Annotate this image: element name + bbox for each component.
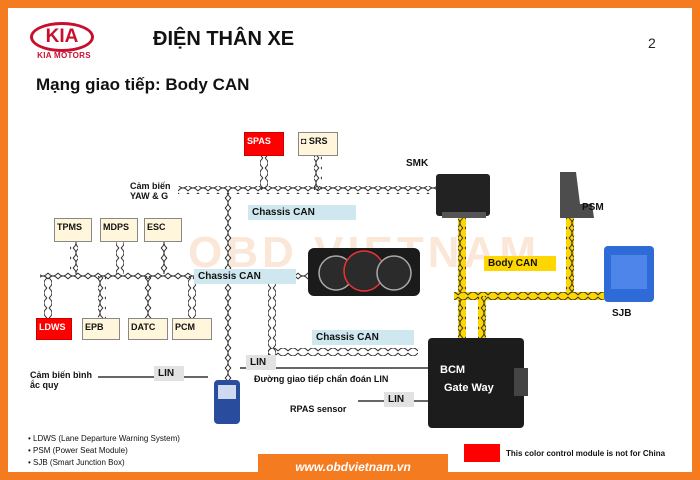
trunk-vertical — [224, 190, 232, 390]
chassis-can-top — [178, 186, 448, 194]
module-spas: SPAS — [244, 132, 284, 156]
drop-tpms — [70, 240, 78, 274]
slide: KIA KIA MOTORS ĐIỆN THÂN XE 2 Mạng giao … — [8, 8, 692, 472]
body-can-tag: Body CAN — [484, 256, 556, 271]
body-can-smk — [458, 208, 466, 338]
footer-url[interactable]: www.obdvietnam.vn — [258, 454, 448, 472]
module-pcm: PCM — [172, 318, 212, 340]
drop-epb — [98, 276, 106, 318]
chassis-can-bcm — [268, 348, 418, 356]
bcm-label: BCM — [440, 364, 466, 376]
rpas-sensor-label: RPAS sensor — [290, 404, 347, 414]
legend-text: This color control module is not for Chi… — [506, 449, 666, 458]
sjb-module — [604, 246, 654, 302]
lin-tag-3: LIN — [384, 392, 414, 407]
lin-tag-1: LIN — [154, 366, 184, 381]
kia-motors-text: KIA MOTORS — [37, 51, 91, 60]
note-ldws: • LDWS (Lane Departure Warning System) — [28, 434, 180, 443]
module-tpms: TPMS — [54, 218, 92, 242]
module-ldws: LDWS — [36, 318, 72, 340]
chassis-can-tag-2: Chassis CAN — [194, 269, 296, 284]
module-datc: DATC — [128, 318, 168, 340]
psm-label: PSM — [582, 202, 604, 213]
body-can-horiz — [454, 292, 604, 300]
module-esc: ESC — [144, 218, 182, 242]
drop-ldws — [44, 276, 52, 318]
body-can-bcm — [478, 296, 486, 340]
diag-tool-icon — [214, 380, 240, 424]
kia-logo: KIA — [30, 22, 94, 52]
instrument-cluster — [308, 248, 420, 296]
page-title: ĐIỆN THÂN XE — [153, 28, 295, 50]
drop-srs — [314, 154, 322, 190]
note-sjb: • SJB (Smart Junction Box) — [28, 458, 125, 467]
drop-esc — [160, 240, 168, 274]
module-epb: EPB — [82, 318, 120, 340]
drop-pcm — [188, 276, 196, 318]
smk-label: SMK — [406, 158, 429, 169]
sjb-label: SJB — [612, 308, 632, 319]
body-can-psm — [566, 208, 574, 298]
seat-icon — [560, 172, 594, 218]
smk-module — [436, 174, 490, 218]
legend-swatch — [464, 444, 500, 462]
note-psm: • PSM (Power Seat Module) — [28, 446, 128, 455]
battery-sensor-label: Cảm biến bình ắc quy — [30, 370, 93, 390]
bcm-module — [428, 338, 528, 428]
page-number: 2 — [648, 35, 656, 51]
module-mdps: MDPS — [100, 218, 138, 242]
chassis-can-tag-1: Chassis CAN — [248, 205, 356, 220]
yaw-sensor-label: Cảm biến YAW & G — [130, 181, 171, 201]
drop-mdps — [116, 240, 124, 274]
section-subtitle: Mạng giao tiếp: Body CAN — [36, 75, 250, 94]
chassis-can-tag-3: Chassis CAN — [312, 330, 414, 345]
wiring-diagram — [40, 154, 654, 428]
lin-diag-label: Đường giao tiếp chẩn đoán LIN — [254, 374, 389, 384]
module-srs: ◘ SRS — [298, 132, 338, 156]
drop-spas — [260, 154, 268, 190]
gateway-label: Gate Way — [444, 382, 494, 394]
drop-datc — [144, 276, 152, 318]
drop-cluster — [268, 276, 276, 356]
lin-tag-2: LIN — [246, 355, 276, 370]
